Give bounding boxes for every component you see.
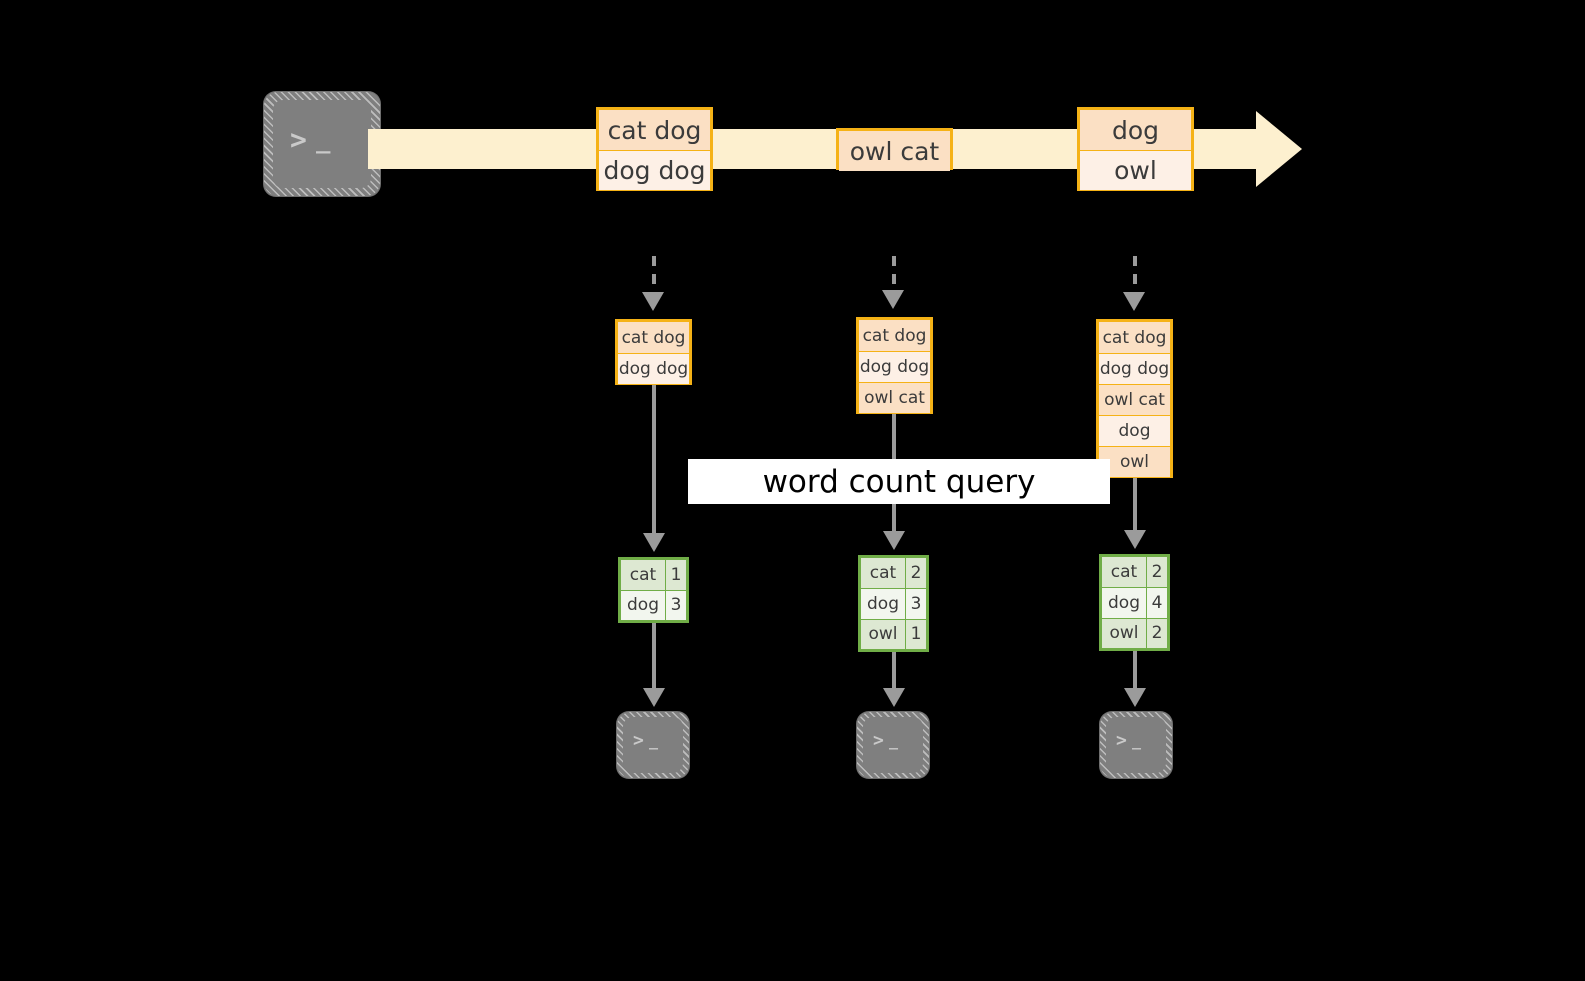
state-row: owl cat xyxy=(859,382,930,413)
terminal-screen xyxy=(273,100,371,188)
event-stream-arrow-head xyxy=(1256,111,1302,187)
result-row: dog 4 xyxy=(1102,587,1167,618)
snapshot-1-sink-terminal-icon: > _ xyxy=(617,712,689,778)
snapshot-2-sink-terminal-icon: > _ xyxy=(857,712,929,778)
result-row: dog 3 xyxy=(621,589,686,620)
state-row: dog dog xyxy=(1099,353,1170,384)
snapshot-3-query-arrowhead xyxy=(1124,530,1146,549)
query-banner: word count query xyxy=(688,459,1110,504)
stream-message-row: dog dog xyxy=(599,150,710,190)
terminal-prompt-glyph: > xyxy=(1116,730,1127,751)
terminal-screen xyxy=(863,717,923,773)
state-row: cat dog xyxy=(1099,322,1170,353)
snapshot-2-feed-line xyxy=(892,256,896,298)
stream-message-group-2[interactable]: owl cat xyxy=(836,128,953,171)
snapshot-3-query-line xyxy=(1133,478,1137,538)
snapshot-3-sink-terminal-icon: > _ xyxy=(1100,712,1172,778)
terminal-screen xyxy=(1106,717,1166,773)
result-value: 3 xyxy=(670,595,682,616)
state-row: dog dog xyxy=(859,351,930,382)
stream-message-row: dog xyxy=(1080,110,1191,150)
stream-message-group-3[interactable]: dog owl xyxy=(1077,107,1194,191)
snapshot-3-result-table[interactable]: cat 2 dog 4 owl 2 xyxy=(1099,554,1170,651)
result-key: dog xyxy=(621,590,666,620)
state-row: owl xyxy=(1099,446,1170,477)
result-value: 2 xyxy=(1151,623,1163,644)
snapshot-2-query-arrowhead xyxy=(883,531,905,550)
snapshot-3-state-stack[interactable]: cat dog dog dog owl cat dog owl xyxy=(1096,319,1173,478)
stream-message-group-1[interactable]: cat dog dog dog xyxy=(596,107,713,191)
terminal-cursor-glyph: _ xyxy=(649,732,659,750)
result-row: owl 1 xyxy=(861,618,926,649)
snapshot-3-feed-arrowhead xyxy=(1123,292,1145,311)
state-row: cat dog xyxy=(859,320,930,351)
snapshot-1-feed-arrowhead xyxy=(642,292,664,311)
result-key: cat xyxy=(1102,557,1147,588)
result-value: 1 xyxy=(910,624,922,645)
result-key: owl xyxy=(861,619,906,649)
result-key: cat xyxy=(621,560,666,590)
result-row: dog 3 xyxy=(861,588,926,619)
result-key: dog xyxy=(1102,588,1147,618)
snapshot-2-sink-arrowhead xyxy=(883,688,905,707)
snapshot-1-sink-line xyxy=(652,623,656,691)
snapshot-2-result-table[interactable]: cat 2 dog 3 owl 1 xyxy=(858,555,929,652)
terminal-cursor-glyph: _ xyxy=(316,126,331,154)
terminal-screen xyxy=(623,717,683,773)
snapshot-1-sink-arrowhead xyxy=(643,688,665,707)
terminal-prompt-glyph: > xyxy=(633,730,644,751)
state-row: dog dog xyxy=(618,353,689,384)
source-terminal-icon: > _ xyxy=(264,92,380,196)
snapshot-1-query-arrowhead xyxy=(643,533,665,552)
snapshot-3-feed-line xyxy=(1133,256,1137,300)
snapshot-1-state-stack[interactable]: cat dog dog dog xyxy=(615,319,692,385)
result-value: 2 xyxy=(1151,562,1163,583)
terminal-prompt-glyph: > xyxy=(873,730,884,751)
result-row: cat 1 xyxy=(621,560,686,590)
snapshot-2-sink-line xyxy=(892,652,896,692)
snapshot-1-result-table[interactable]: cat 1 dog 3 xyxy=(618,557,689,623)
result-value: 3 xyxy=(910,593,922,614)
snapshot-2-state-stack[interactable]: cat dog dog dog owl cat xyxy=(856,317,933,414)
result-row: cat 2 xyxy=(1102,557,1167,588)
result-key: owl xyxy=(1102,618,1147,648)
terminal-prompt-glyph: > xyxy=(290,123,307,156)
state-row: owl cat xyxy=(1099,384,1170,415)
snapshot-3-sink-line xyxy=(1133,651,1137,692)
result-value: 1 xyxy=(670,564,682,585)
result-value: 2 xyxy=(910,563,922,584)
result-key: dog xyxy=(861,589,906,619)
terminal-cursor-glyph: _ xyxy=(1132,732,1142,750)
stream-message-row: cat dog xyxy=(599,110,710,150)
snapshot-2-feed-arrowhead xyxy=(882,290,904,309)
terminal-cursor-glyph: _ xyxy=(889,732,899,750)
result-value: 4 xyxy=(1151,592,1163,613)
result-row: owl 2 xyxy=(1102,617,1167,648)
query-banner-label: word count query xyxy=(762,463,1036,500)
stream-message-row: owl xyxy=(1080,150,1191,190)
snapshot-1-query-line xyxy=(652,385,656,540)
stream-message-row: owl cat xyxy=(839,131,950,171)
state-row: dog xyxy=(1099,415,1170,446)
state-row: cat dog xyxy=(618,322,689,353)
result-row: cat 2 xyxy=(861,558,926,589)
result-key: cat xyxy=(861,558,906,589)
snapshot-3-sink-arrowhead xyxy=(1124,688,1146,707)
snapshot-1-feed-line xyxy=(652,256,656,300)
